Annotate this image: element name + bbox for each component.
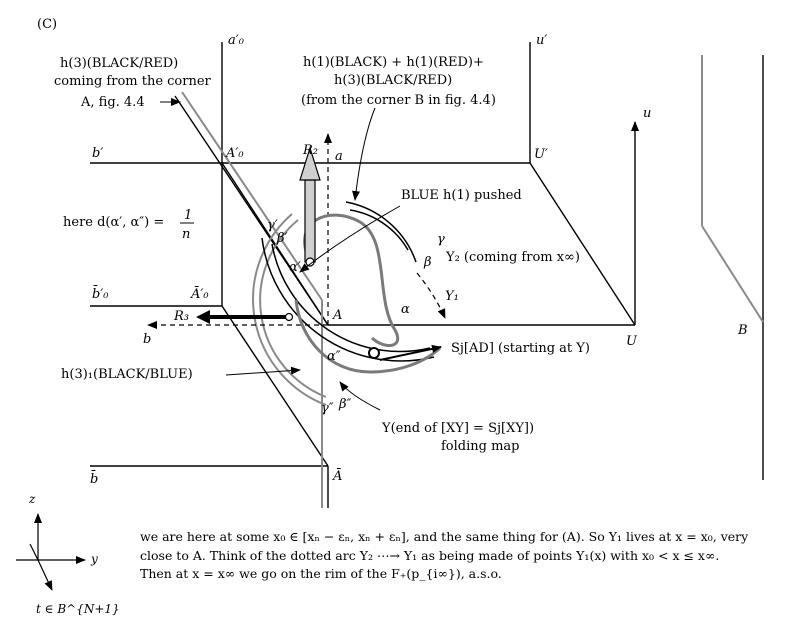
- gray-arc-outer: [252, 213, 327, 406]
- label-u-prime: u′: [536, 33, 547, 48]
- label-alpha-prime: α′: [289, 260, 301, 275]
- label-U: U: [626, 334, 638, 349]
- label-beta-prime: β′: [276, 231, 288, 246]
- arc-beta-top: [345, 201, 417, 263]
- annot-top-line2: h(3)(BLACK/RED): [334, 73, 452, 88]
- blue-h1-curve: [303, 213, 399, 347]
- label-gamma: γ: [437, 232, 445, 247]
- ptr-h3-sub: [225, 366, 301, 376]
- annot-y-end: Y(end of [XY] = Sj[XY]): [381, 421, 534, 436]
- Y-point: [368, 347, 380, 359]
- label-Abar: Ā: [332, 468, 342, 484]
- label-axis-z: z: [28, 492, 36, 506]
- Sj-arrow: [379, 344, 442, 361]
- dotted-arc-Y2-Y1: [416, 272, 446, 319]
- annot-folding: folding map: [441, 439, 520, 454]
- label-u: u: [643, 106, 651, 121]
- annot-h3-line2: coming from the corner: [54, 74, 212, 89]
- pointer-arrows: [160, 98, 401, 411]
- label-A: A: [332, 308, 342, 323]
- bottom-gray-curve: [294, 299, 442, 374]
- label-b: b: [143, 332, 151, 347]
- note-line-1: we are here at some x₀ ∈ [xₙ − εₙ, xₙ + …: [140, 529, 749, 544]
- annot-top-line1: h(1)(BLACK) + h(1)(RED)+: [303, 55, 484, 70]
- label-alpha-dprime: α″: [327, 349, 341, 364]
- label-gamma-dprime: γ″: [321, 401, 334, 416]
- panel-label: (C): [37, 17, 57, 32]
- annot-here-d: here d(α′, α″) =: [63, 215, 164, 230]
- black-arcs: [261, 201, 435, 362]
- R3-arrow: [196, 310, 294, 324]
- label-a: a: [335, 149, 343, 164]
- annot-h3-line1: h(3)(BLACK/RED): [60, 56, 178, 71]
- axis-t-arrow: [37, 559, 53, 591]
- label-axis-y: y: [90, 552, 98, 566]
- ptr-blue-pushed: [299, 205, 401, 273]
- annot-sj-ad: Sj[AD] (starting at Y): [451, 341, 590, 356]
- arc-gamma-top: [349, 209, 409, 251]
- arc-gamma: [261, 237, 435, 362]
- label-B: B: [737, 323, 748, 338]
- annot-blue-pushed: BLUE h(1) pushed: [401, 188, 522, 203]
- annot-frac-den: n: [182, 227, 190, 242]
- label-b-prime: b′: [92, 146, 103, 161]
- label-gamma-prime: γ′: [267, 218, 278, 233]
- frame-lines: [90, 42, 764, 508]
- label-axis-t: t ∈ B^{N+1}: [36, 602, 120, 616]
- explanation-note: we are here at some x₀ ∈ [xₙ − εₙ, xₙ + …: [140, 528, 785, 584]
- ptr-top-annot: [352, 107, 376, 201]
- label-beta-dprime: β″: [338, 397, 352, 412]
- label-bbar: b̄: [90, 470, 98, 487]
- annot-frac-num: 1: [184, 208, 192, 223]
- label-Y1: Y₁: [445, 289, 459, 304]
- label-a0-prime: a′₀: [228, 33, 245, 48]
- label-R2: R₂: [302, 143, 318, 158]
- line-corner-diagonal: [174, 95, 329, 326]
- label-R3: R₃: [173, 309, 189, 324]
- label-U-prime: U′: [534, 147, 548, 162]
- line-A0bar-Abar: [221, 305, 329, 467]
- label-beta: β: [423, 255, 432, 270]
- note-line-2: close to A. Think of the dotted arc Y₂ ⋯…: [140, 547, 720, 563]
- R2-arrow: [299, 145, 321, 267]
- label-b0bar-prime: b̄′₀: [92, 285, 109, 302]
- line-U-prime-U: [529, 162, 636, 326]
- note-line-3: Then at x = x∞ we go on the rim of the F…: [140, 566, 502, 581]
- dashed-axes: [147, 133, 446, 329]
- annot-top-line3: (from the corner B in fig. 4.4): [301, 93, 496, 108]
- coord-axes: [16, 513, 86, 591]
- gray-right-diagonal: [701, 225, 764, 323]
- gray-diagonal: [181, 91, 323, 301]
- annot-h3-sub: h(3)₁(BLACK/BLUE): [61, 367, 193, 382]
- annot-y2: Y₂ (coming from x∞): [445, 250, 580, 265]
- arc-beta: [271, 243, 431, 353]
- ptr-Y-end: [339, 381, 381, 411]
- label-alpha: α: [401, 302, 410, 317]
- annot-h3-line3: A, fig. 4.4: [80, 95, 145, 110]
- axis-t-back: [29, 543, 39, 561]
- label-A0-prime: A′₀: [225, 146, 244, 161]
- label-A0bar-prime: Ā′₀: [190, 286, 209, 302]
